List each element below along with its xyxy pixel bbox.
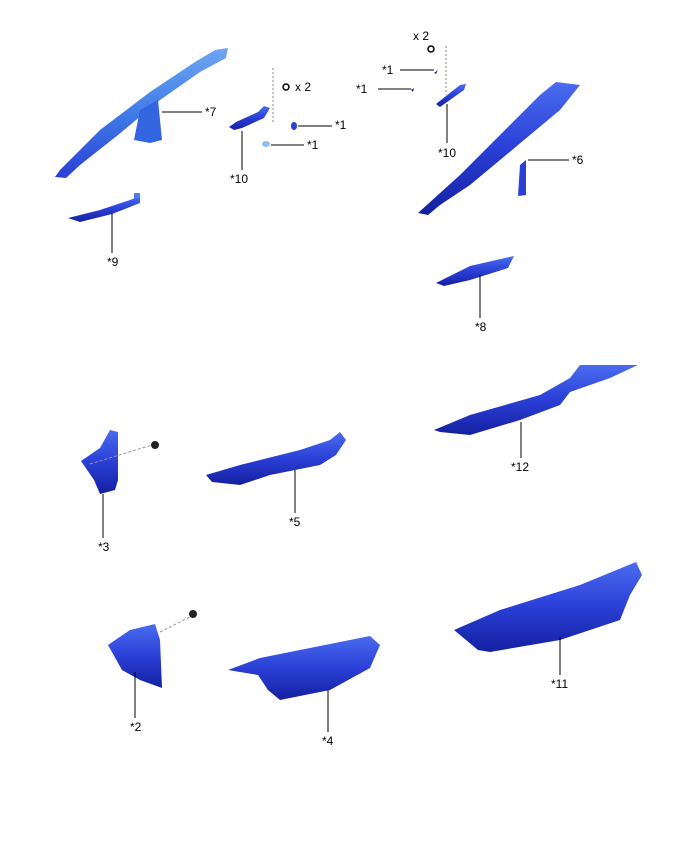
part-12-scuff-plate (434, 365, 638, 435)
callout-label: *1 (335, 118, 347, 132)
callout-label: *10 (230, 172, 249, 186)
callout-label: *8 (475, 320, 487, 334)
callout-label: *12 (511, 460, 530, 474)
part-3-cowl-side-trim (81, 430, 118, 494)
callout-label: *3 (98, 540, 110, 554)
callout-label: *2 (130, 720, 142, 734)
part-6-pillar-garnish (418, 82, 580, 215)
part-1-cover (262, 141, 270, 147)
callout-label: *1 (356, 82, 368, 96)
dashed-line (89, 444, 153, 465)
part-10-assist-grip-right (436, 84, 466, 107)
clip-nut-icon (189, 610, 197, 618)
leader-lines (102, 69, 569, 732)
callout-label: *7 (205, 105, 217, 119)
part-5-scuff-plate (206, 432, 346, 485)
part-7-pillar-garnish (55, 48, 228, 178)
part-1-cover (434, 70, 438, 74)
callout-label: *10 (438, 146, 457, 160)
callout-label: *1 (382, 63, 394, 77)
part-10-assist-grip-left (229, 106, 270, 130)
quantity-label: x 2 (413, 29, 430, 43)
screw-icon (282, 83, 290, 91)
callout-label: *6 (572, 153, 584, 167)
screw-icon (427, 45, 435, 53)
part-1-cover (291, 122, 297, 130)
callout-label: *4 (322, 734, 334, 748)
dashed-line (159, 616, 191, 633)
callout-label: *11 (551, 677, 569, 691)
callout-label: *9 (107, 255, 119, 269)
part-9-garnish (68, 193, 140, 222)
clip-nut-icon (151, 441, 159, 449)
part-11-rear-scuff-plate (454, 562, 642, 652)
part-8-garnish (436, 256, 514, 286)
callout-label: *1 (307, 138, 319, 152)
part-2-cowl-side-trim (108, 624, 162, 688)
callout-label: *5 (289, 515, 301, 529)
part-4-rear-scuff-plate (228, 636, 380, 700)
part-1-cover (411, 88, 414, 92)
quantity-label: x 2 (295, 80, 312, 94)
